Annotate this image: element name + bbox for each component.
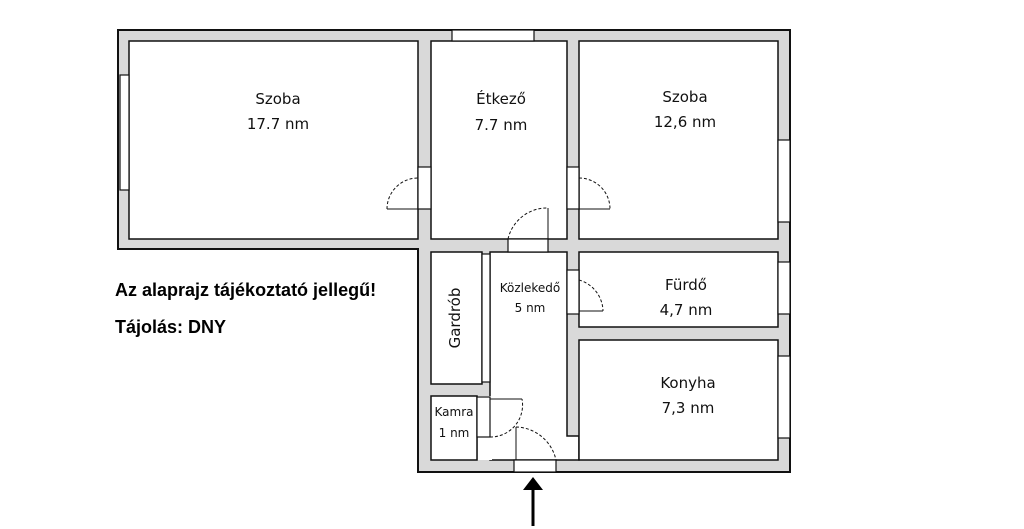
- arrow-up-icon: [523, 477, 543, 526]
- room-area: 5 nm: [515, 301, 546, 315]
- window: [777, 139, 791, 223]
- door-furdo: [566, 269, 604, 315]
- wardrobe-doors: [481, 253, 491, 383]
- door-szoba-1: [386, 166, 432, 210]
- room-name: Kamra: [435, 405, 474, 419]
- door-etkezo: [507, 207, 549, 253]
- disclaimer-note: Az alaprajz tájékoztató jellegű!: [115, 280, 377, 300]
- window: [777, 261, 791, 315]
- room-kamra: [430, 395, 478, 461]
- room-name: Gardrób: [446, 288, 464, 349]
- room-area: 17.7 nm: [247, 115, 309, 133]
- door-kamra: [476, 396, 524, 438]
- room-furdo: [578, 251, 779, 328]
- room-area: 1 nm: [439, 426, 470, 440]
- room-name: Szoba: [255, 90, 300, 108]
- window: [451, 29, 535, 42]
- room-name: Közlekedő: [500, 281, 561, 295]
- room-etkezo: [430, 40, 568, 240]
- door-szoba-2: [566, 166, 611, 210]
- room-name: Étkező: [476, 89, 526, 108]
- door-entrance: [513, 426, 557, 473]
- room-area: 7.7 nm: [475, 116, 528, 134]
- room-szoba-2: [578, 40, 779, 240]
- room-area: 7,3 nm: [662, 399, 715, 417]
- room-konyha: [578, 339, 779, 461]
- room-szoba-1: [128, 40, 419, 240]
- room-name: Konyha: [660, 374, 715, 392]
- orientation-note: Tájolás: DNY: [115, 317, 227, 337]
- window: [777, 355, 791, 439]
- room-name: Szoba: [662, 88, 707, 106]
- room-area: 4,7 nm: [660, 301, 713, 319]
- room-area: 12,6 nm: [654, 113, 716, 131]
- room-name: Fürdő: [665, 276, 707, 294]
- window: [119, 74, 130, 191]
